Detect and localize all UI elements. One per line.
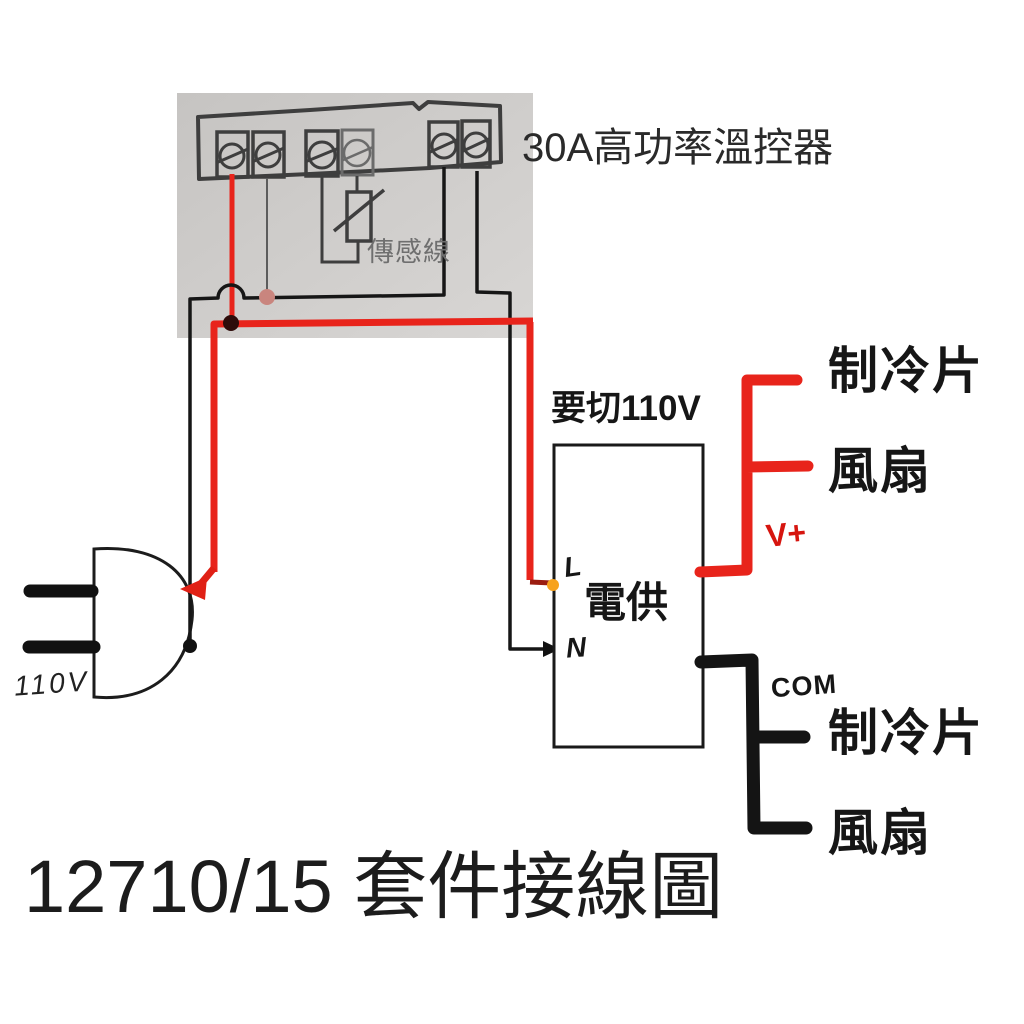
sensor-label: 傳感線: [367, 237, 451, 267]
load-positive-fan-label: 風扇: [828, 443, 932, 499]
com-output-label: COM: [769, 668, 838, 704]
sensor-junction-dot: [259, 289, 275, 305]
com-output-wire: [694, 653, 813, 835]
screw-terminal-6: [460, 119, 492, 169]
plug-voltage-label: 110V: [12, 665, 91, 702]
live-junction-dot: [223, 315, 239, 331]
com-exit-dot: [698, 658, 706, 666]
l-terminal-dot: [547, 579, 559, 591]
power-plug: [22, 546, 194, 700]
n-arrowhead-icon: [543, 641, 560, 657]
vplus-output-label: V+: [764, 514, 808, 554]
controller-label: 30A高功率溫控器: [522, 126, 834, 170]
plug-body: [92, 546, 194, 700]
load-common-fan-label: 風扇: [828, 805, 932, 861]
psu-terminal-l-label: L: [561, 549, 584, 584]
psu-label: 電供: [584, 579, 669, 626]
vplus-output-wire: [694, 374, 814, 578]
screw-terminal-4: [340, 128, 375, 177]
neutral-wire-plug-to-controller: [188, 167, 446, 647]
sensor-lead-wire: [320, 176, 360, 264]
psu-terminal-n-label: N: [564, 631, 588, 664]
load-common-cooler-label: 制冷片: [828, 705, 984, 761]
load-positive-cooler-label: 制冷片: [828, 343, 984, 399]
screw-terminal-2: [251, 130, 286, 179]
psu-warning-label: 要切110V: [551, 389, 701, 428]
live-wire-horizontal-bus: [210, 317, 534, 572]
screw-terminal-3: [304, 129, 340, 178]
diagram-title: 12710/15 套件接線圖: [24, 845, 724, 928]
plug-junction-dot: [183, 639, 197, 653]
power-supply-box: [552, 443, 705, 749]
live-arrowhead-icon: [180, 577, 207, 600]
neutral-wire-to-n-terminal: [475, 171, 546, 651]
thermistor-icon: [332, 188, 386, 243]
